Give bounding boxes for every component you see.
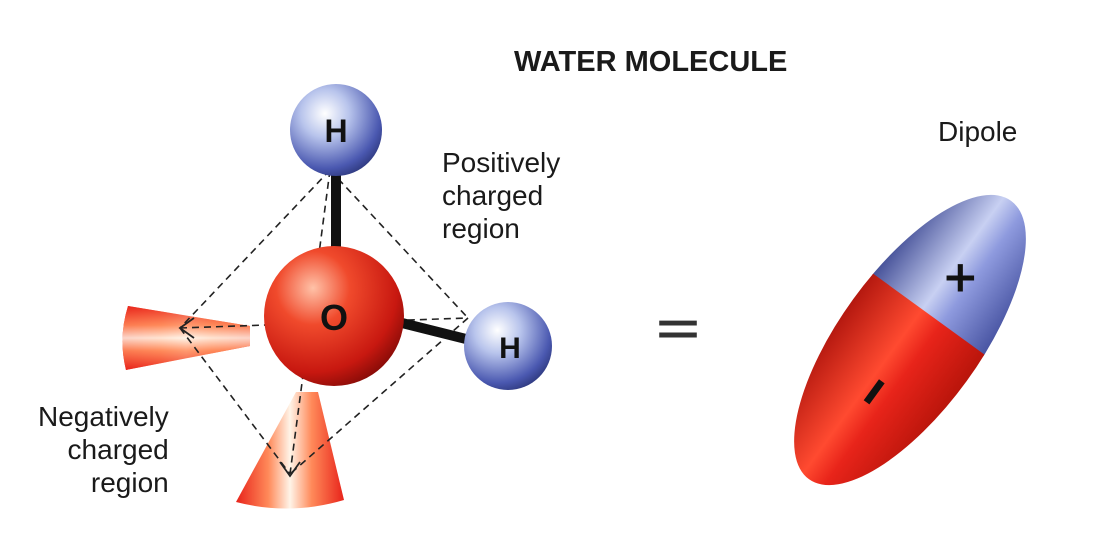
dipole-ellipsoid: + — [752, 159, 1068, 521]
arrowhead-bottom — [279, 461, 301, 478]
oxygen-atom — [264, 246, 404, 386]
dipole-minus-sign — [863, 379, 885, 405]
negative-region-label: Negatively charged region — [38, 400, 169, 499]
negative-region-line: charged — [67, 434, 169, 465]
arrowhead-left — [178, 317, 195, 339]
lone-pair-lobe-bottom — [236, 392, 344, 509]
hydrogen-atom-top — [290, 84, 382, 176]
oxygen-symbol: O — [320, 297, 348, 338]
positive-region-line: charged — [442, 180, 544, 211]
equals-sign: = — [653, 293, 703, 363]
hydrogen-right-symbol: H — [499, 332, 521, 365]
negative-region-line: Negatively — [38, 401, 169, 432]
dipole-label: Dipole — [938, 116, 1018, 147]
hydrogen-atom-right — [464, 302, 552, 390]
positive-region-line: region — [442, 213, 520, 244]
diagram-title: WATER MOLECULE — [514, 46, 788, 78]
lone-pair-lobe-left-shading — [122, 306, 250, 370]
positive-region-line: Positively — [442, 147, 561, 178]
dipole-plus-sign: + — [942, 252, 979, 303]
negative-region-line: region — [90, 467, 169, 498]
tetrahedron-outline — [179, 169, 469, 475]
hydrogen-top-symbol: H — [324, 113, 347, 149]
positive-region-label: Positively charged region — [442, 146, 560, 245]
